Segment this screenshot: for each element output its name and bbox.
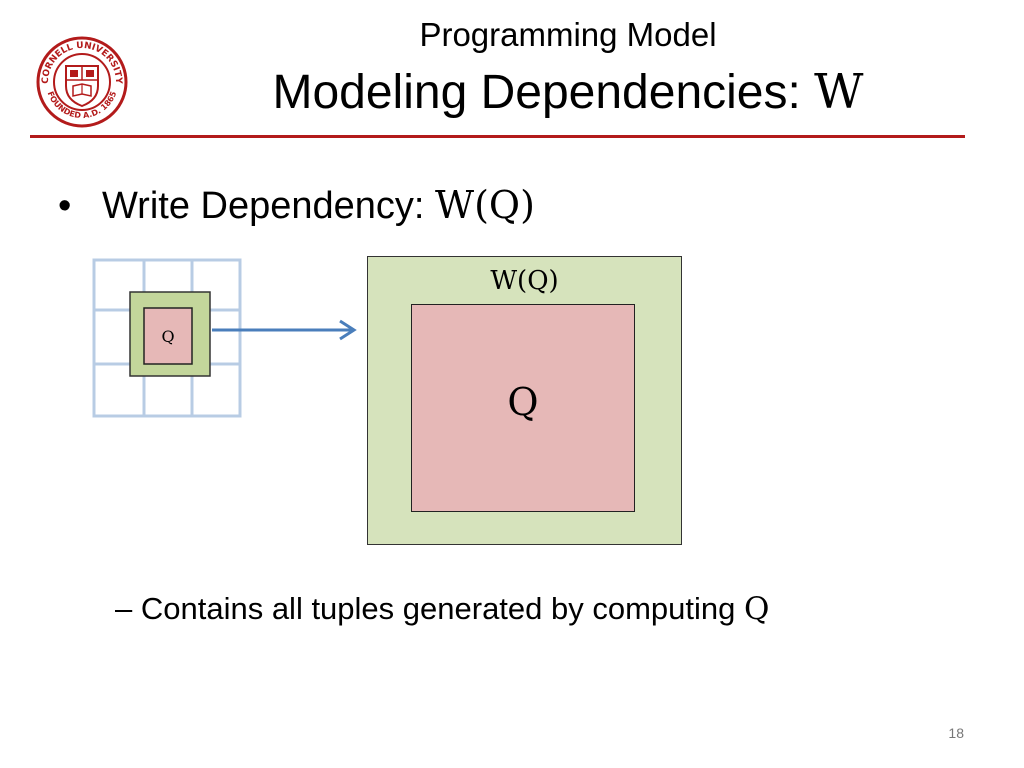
query-box xyxy=(411,304,635,512)
zoom-arrow xyxy=(212,319,357,341)
cornell-seal-logo: CORNELL UNIVERSITY FOUNDED A.D. 1865 xyxy=(36,36,128,128)
page-number: 18 xyxy=(948,725,964,741)
sub-bullet-contains: – Contains all tuples generated by compu… xyxy=(115,588,769,630)
bullet-write-dependency: • Write Dependency: W(Q) xyxy=(58,180,535,231)
slide-title-math: W xyxy=(814,64,864,120)
bullet-text: Write Dependency: xyxy=(102,185,436,227)
sub-bullet-math: Q xyxy=(744,591,770,627)
grid-query-cell xyxy=(143,307,193,365)
slide-title: Modeling Dependencies: W xyxy=(0,62,1024,123)
tuple-grid: Q xyxy=(92,258,242,418)
title-divider-rule xyxy=(30,135,965,138)
slide-subtitle: Programming Model xyxy=(419,16,717,53)
grid-query-cell-label: Q xyxy=(161,327,174,346)
slide-title-text: Modeling Dependencies: xyxy=(272,66,815,119)
sub-bullet-text: – Contains all tuples generated by compu… xyxy=(115,591,745,626)
bullet-math: W(Q) xyxy=(435,183,535,227)
query-box-label: Q xyxy=(507,380,539,424)
write-dependency-label: W(Q) xyxy=(490,266,559,296)
bullet-dot: • xyxy=(58,185,72,227)
